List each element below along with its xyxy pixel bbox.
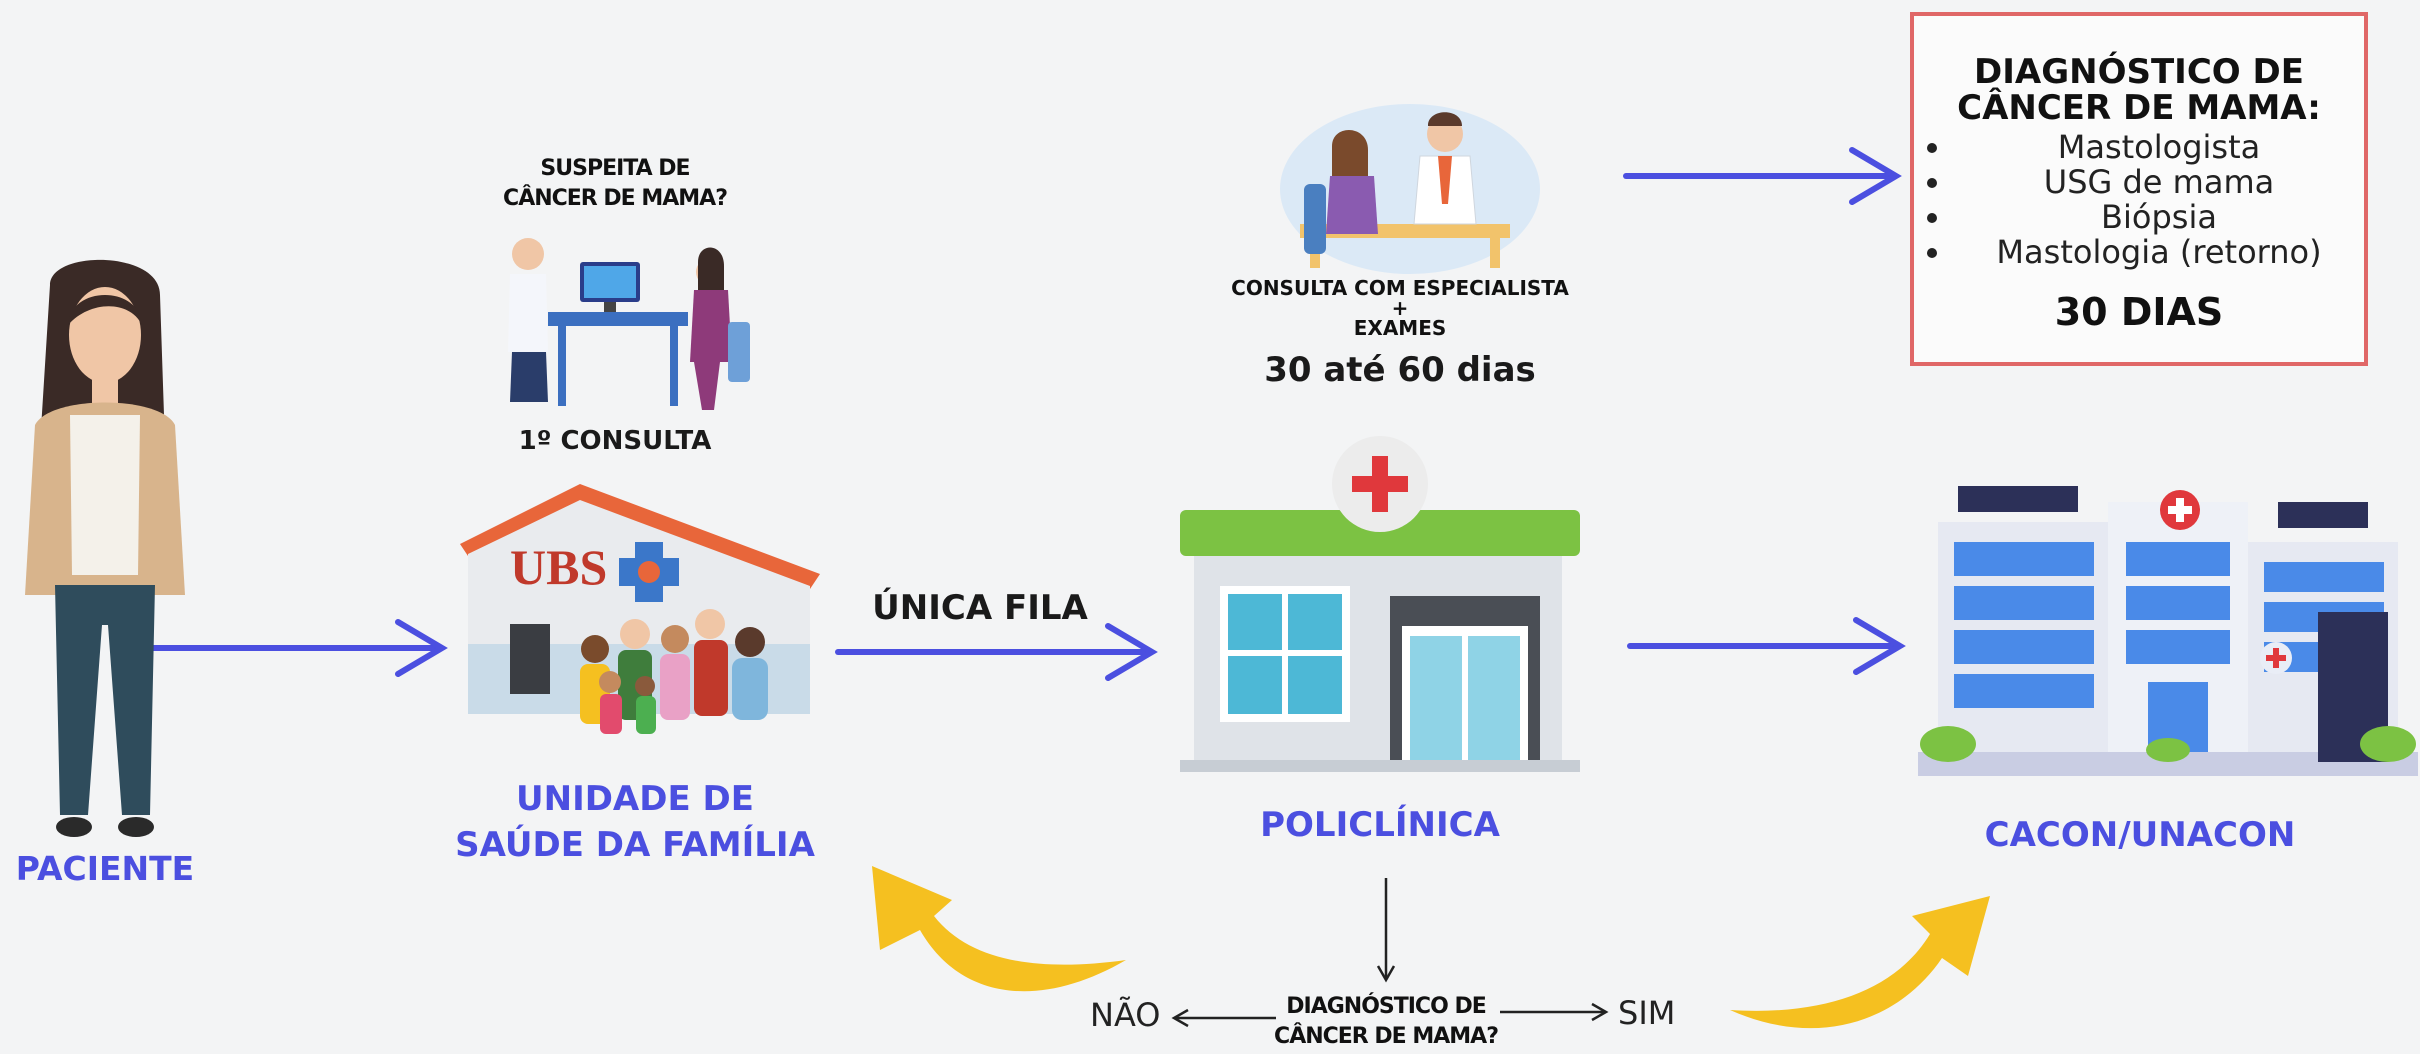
- ubs-label-line2: SAÚDE DA FAMÍLIA: [455, 825, 815, 865]
- suspicion-question: SUSPEITA DE CÂNCER DE MAMA?: [470, 154, 760, 214]
- specialist-line2: EXAMES: [1353, 316, 1447, 340]
- specialist-caption: CONSULTA COM ESPECIALISTA + EXAMES: [1230, 278, 1570, 338]
- diagnosis-duration: 30 DIAS: [2054, 290, 2224, 334]
- first-consult-caption: 1º CONSULTA: [518, 426, 712, 456]
- yellow-arrow-to-cacon: [1730, 896, 1990, 1029]
- paciente-label: PACIENTE: [15, 849, 195, 888]
- ubs-label-line1: UNIDADE DE: [516, 779, 754, 819]
- diagnosis-item: Biópsia: [1954, 200, 2364, 235]
- arrow-paciente-to-ubs: [137, 619, 448, 677]
- specialist-duration: 30 até 60 dias: [1264, 350, 1536, 390]
- diagnosis-item: Mastologia (retorno): [1954, 235, 2364, 270]
- patient-woman-icon: [25, 259, 185, 837]
- cacon-label: CACON/UNACON: [1984, 815, 2296, 855]
- specialist-consult-icon: [1280, 104, 1540, 274]
- policlinica-label: POLICLÍNICA: [1260, 805, 1500, 845]
- decision-question: DIAGNÓSTICO DE CÂNCER DE MAMA?: [1256, 992, 1516, 1052]
- diagnosis-title-line2: CÂNCER DE MAMA:: [1957, 88, 2321, 128]
- decision-yes-label: SIM: [1618, 994, 1676, 1032]
- policlinica-building-icon: [1180, 436, 1580, 772]
- ubs-label: UNIDADE DE SAÚDE DA FAMÍLIA: [450, 776, 820, 868]
- arrow-ubs-to-policlinica: [835, 623, 1158, 681]
- ubs-sign: UBS: [510, 539, 607, 595]
- suspicion-line2: CÂNCER DE MAMA?: [503, 186, 728, 211]
- diagnosis-item: Mastologista: [1954, 130, 2364, 165]
- first-consult-doctor-patient-icon: [508, 238, 750, 410]
- yellow-arrow-back-to-ubs: [872, 866, 1126, 992]
- decision-line1: DIAGNÓSTICO DE: [1286, 994, 1486, 1019]
- specialist-line1: CONSULTA COM ESPECIALISTA: [1231, 276, 1569, 300]
- diagnosis-title-line1: DIAGNÓSTICO DE: [1974, 52, 2304, 92]
- suspicion-line1: SUSPEITA DE: [540, 156, 690, 181]
- diagnosis-item: USG de mama: [1954, 165, 2364, 200]
- ubs-building-icon: UBS: [460, 484, 820, 734]
- diagnosis-items: Mastologista USG de mama Biópsia Mastolo…: [1914, 130, 2364, 270]
- decision-no-label: NÃO: [1090, 996, 1161, 1034]
- specialist-plus: +: [1391, 296, 1409, 320]
- diagnosis-box: DIAGNÓSTICO DE CÂNCER DE MAMA: Mastologi…: [1910, 12, 2368, 366]
- cacon-hospital-icon: [1918, 486, 2418, 776]
- decision-line2: CÂNCER DE MAMA?: [1274, 1024, 1499, 1049]
- arrow-specialist-to-diagnosis: [1623, 147, 1902, 205]
- single-queue-label: ÚNICA FILA: [872, 588, 1088, 628]
- decision-connectors: [1171, 878, 1609, 1028]
- arrow-policlinica-to-cacon: [1627, 617, 1906, 675]
